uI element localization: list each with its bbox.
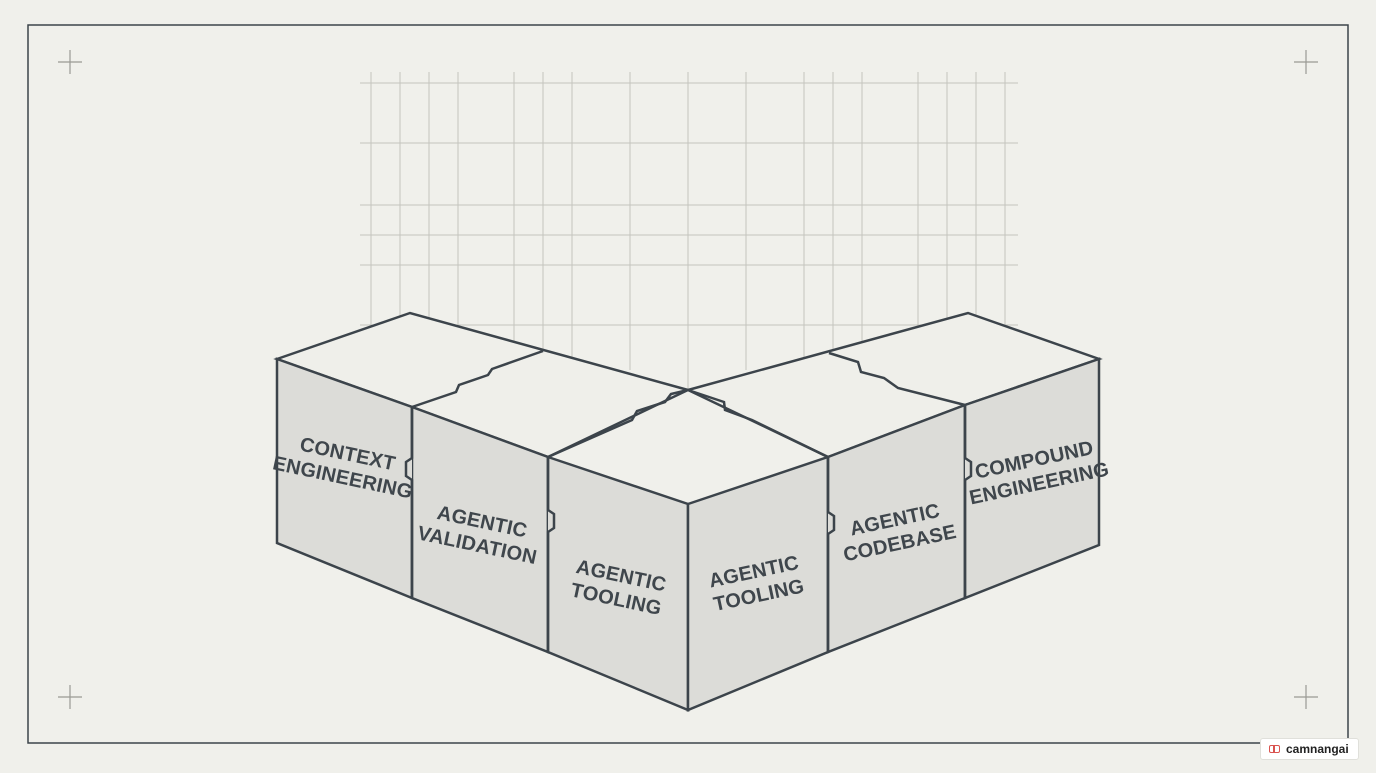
seam-top-3 — [687, 388, 829, 459]
crosshair-bottom-left-icon — [58, 685, 82, 709]
gift-box-icon — [1269, 745, 1280, 753]
watermark-text: camnangai — [1286, 742, 1349, 756]
seam-top-4 — [828, 351, 966, 407]
seam-top-1 — [411, 349, 544, 409]
seam-face-1 — [404, 407, 414, 598]
corner-marks — [58, 50, 1318, 709]
top-seams — [411, 349, 966, 459]
frame-border — [27, 24, 1349, 744]
block-faces — [275, 357, 1101, 712]
crosshair-top-right-icon — [1294, 50, 1318, 74]
face-seams — [404, 405, 973, 652]
crosshair-top-left-icon — [58, 50, 82, 74]
seam-top-2 — [547, 388, 689, 459]
watermark-badge: camnangai — [1260, 738, 1359, 760]
crosshair-bottom-right-icon — [1294, 685, 1318, 709]
seam-face-2 — [546, 457, 556, 652]
seam-face-4 — [963, 405, 973, 598]
seam-face-3 — [826, 457, 836, 652]
